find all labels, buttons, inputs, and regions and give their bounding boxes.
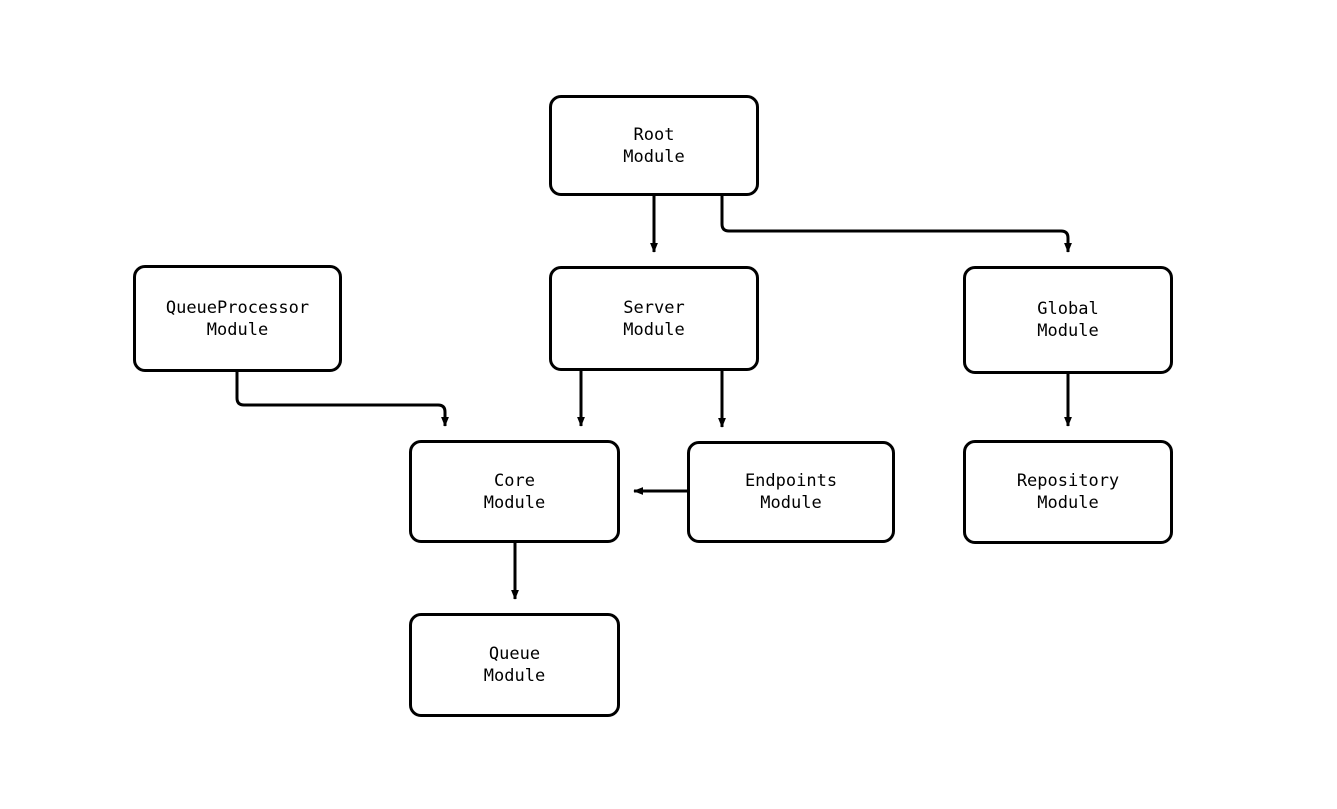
node-root-label-line1: Root — [633, 124, 675, 145]
node-global[interactable]: Global Module — [963, 266, 1173, 374]
node-queue[interactable]: Queue Module — [409, 613, 620, 717]
node-server[interactable]: Server Module — [549, 266, 759, 371]
node-global-label-line1: Global — [1037, 299, 1099, 319]
node-queueprocessor-label-line1: QueueProcessor — [165, 297, 310, 318]
node-endpoints-label-line1: Endpoints — [744, 471, 838, 491]
node-core[interactable]: Core Module — [409, 440, 620, 543]
node-server-label-line2: Module — [623, 319, 685, 340]
node-queueprocessor[interactable]: QueueProcessor Module — [133, 265, 342, 372]
node-root[interactable]: Root Module — [549, 95, 759, 196]
node-queueprocessor-label-line2: Module — [206, 319, 269, 340]
node-root-label-line2: Module — [623, 146, 685, 167]
node-repository-label-line1: Repository — [1016, 471, 1120, 491]
node-server-label-line1: Server — [623, 297, 685, 318]
node-queue-label-line2: Module — [483, 666, 546, 686]
node-core-label-line1: Core — [494, 470, 535, 491]
node-repository[interactable]: Repository Module — [963, 440, 1173, 544]
node-endpoints[interactable]: Endpoints Module — [687, 441, 895, 543]
node-queue-label-line1: Queue — [488, 644, 541, 664]
node-global-label-line2: Module — [1037, 321, 1099, 341]
node-repository-label-line2: Module — [1037, 493, 1099, 513]
edge-root-to-global — [720, 196, 1072, 253]
node-endpoints-label-line2: Module — [760, 493, 822, 513]
edge-queueprocessor-to-core — [235, 372, 449, 427]
node-core-label-line2: Module — [483, 492, 546, 513]
